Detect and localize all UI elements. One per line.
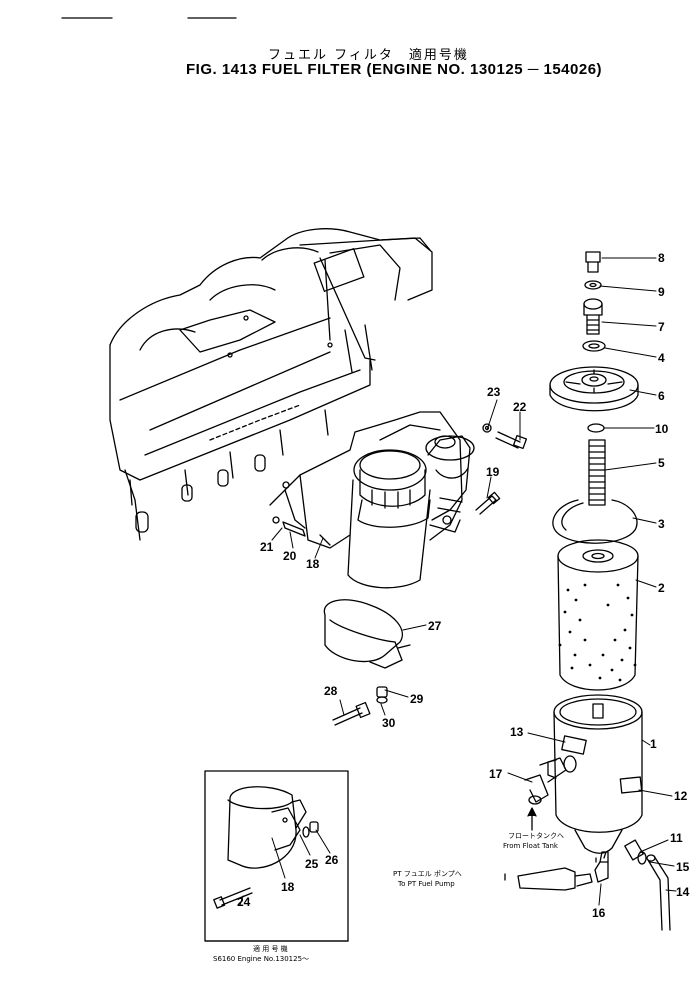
part-number-10: 10 [655, 422, 669, 436]
part-number-18: 18 [306, 557, 320, 571]
drain-fitting-11 [624, 839, 647, 865]
part-number-23: 23 [487, 385, 501, 399]
inset-applicability-en: S6160 Engine No.130125～ [213, 955, 309, 963]
float-tank-note-jp: フロートタンクへ [508, 831, 564, 840]
drain-hose-14 [646, 854, 671, 931]
part-number-9: 9 [658, 285, 665, 299]
bolt-nut-set [332, 686, 388, 726]
part-number-14: 14 [676, 885, 690, 899]
connector-16 [594, 851, 609, 883]
part-number-16: 16 [592, 906, 606, 920]
elbow-fitting-17 [524, 755, 577, 805]
stud-7 [583, 298, 603, 335]
part-number-5: 5 [658, 456, 665, 470]
pt-pump-note-en: To PT Fuel Pump [397, 880, 455, 888]
seal-ring-3 [552, 499, 638, 544]
part-number-2: 2 [658, 581, 665, 595]
engine-block-outline [109, 228, 433, 541]
part-number-4: 4 [658, 351, 665, 365]
part-number-11: 11 [670, 831, 683, 845]
inset-detail-box [204, 770, 349, 942]
part-number-13: 13 [510, 725, 524, 739]
float-tank-note-en: From Float Tank [503, 842, 559, 850]
part-number-22: 22 [513, 400, 527, 414]
inset-part-number-24: 24 [237, 895, 251, 909]
part-number-27: 27 [428, 619, 442, 633]
part-number-8: 8 [658, 251, 665, 265]
center-stud-5 [588, 439, 606, 506]
part-number-7: 7 [658, 320, 665, 334]
pt-pump-line [517, 867, 593, 891]
inset-applicability-jp: 適 用 号 機 [253, 944, 288, 953]
part-number-21: 21 [260, 540, 274, 554]
part-number-6: 6 [658, 389, 665, 403]
leader-lines [239, 257, 677, 906]
cap-bolt-8 [585, 251, 601, 273]
case-1 [547, 694, 643, 854]
part-number-12: 12 [674, 789, 688, 803]
part-number-19: 19 [486, 465, 500, 479]
washer-9 [584, 280, 602, 290]
element-perforations [558, 583, 637, 682]
part-number-1: 1 [650, 737, 657, 751]
part-number-30: 30 [382, 716, 396, 730]
part-number-17: 17 [489, 767, 503, 781]
part-number-28: 28 [324, 684, 338, 698]
figure-title: FIG. 1413 FUEL FILTER (ENGINE NO. 130125… [186, 61, 603, 78]
flow-arrows [504, 807, 537, 881]
hose-clamp [323, 599, 411, 669]
title-japanese: フュエル フィルタ 適用号機 [268, 48, 469, 63]
part-number-20: 20 [283, 549, 297, 563]
cover-6 [549, 366, 639, 412]
inset-part-number-26: 26 [325, 853, 339, 867]
filter-bracket-assembly [269, 411, 463, 549]
washer-10 [587, 423, 605, 433]
part-number-3: 3 [658, 517, 665, 531]
element-2 [557, 539, 639, 691]
part-number-15: 15 [676, 860, 690, 874]
part-number-labels: 8 9 7 4 6 10 5 3 2 1 12 13 17 11 15 14 1… [237, 251, 690, 920]
head-fasteners [272, 423, 528, 537]
filter-head-housing [347, 435, 475, 589]
inset-part-number-18: 18 [281, 880, 295, 894]
flow-notes: フロートタンクへ From Float Tank PT フュエル ポンプへ To… [213, 831, 564, 963]
part-number-29: 29 [410, 692, 424, 706]
pt-pump-note-jp: PT フュエル ポンプへ [393, 870, 462, 878]
inset-part-number-25: 25 [305, 857, 319, 871]
gasket-4 [582, 340, 606, 352]
